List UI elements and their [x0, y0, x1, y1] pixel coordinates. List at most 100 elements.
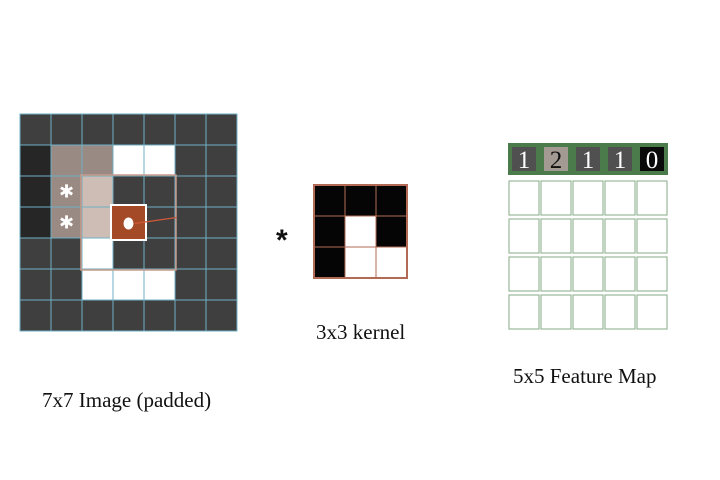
kernel-cell	[375, 184, 408, 217]
feature-cell-empty	[636, 180, 668, 216]
image-cell	[174, 144, 207, 177]
image-cell	[81, 299, 114, 332]
image-cell	[81, 206, 114, 239]
feature-value: 0	[646, 147, 659, 174]
image-cell	[19, 237, 52, 270]
feature-cell-empty	[572, 180, 604, 216]
image-cell	[81, 144, 114, 177]
image-cell	[143, 237, 176, 270]
image-cell	[174, 268, 207, 301]
image-cell	[174, 237, 207, 270]
input-image-grid: ✱✱	[19, 113, 238, 332]
image-cell	[205, 144, 238, 177]
image-cell	[81, 268, 114, 301]
feature-cell-empty	[604, 180, 636, 216]
feature-cell	[508, 143, 540, 175]
kernel-cell	[344, 184, 377, 217]
feature-cell-empty	[636, 294, 668, 330]
feature-cell-empty	[572, 294, 604, 330]
feature-cell	[636, 143, 668, 175]
image-cell	[143, 299, 176, 332]
feature-cell-empty	[508, 256, 540, 292]
feature-cell	[604, 143, 636, 175]
image-cell	[50, 144, 83, 177]
feature-cell-empty	[572, 218, 604, 254]
image-cell	[50, 299, 83, 332]
image-caption: 7x7 Image (padded)	[42, 388, 212, 412]
image-cell	[81, 113, 114, 146]
feature-cell-empty	[540, 180, 572, 216]
feature-value: 1	[518, 147, 531, 174]
kernel-cell	[344, 215, 377, 248]
feature-cell	[572, 143, 604, 175]
kernel-cell	[375, 246, 408, 279]
cross-mark-icon: ✱	[59, 213, 74, 234]
image-cell	[205, 113, 238, 146]
image-cell	[50, 237, 83, 270]
feature-value: 1	[614, 147, 627, 174]
image-cell	[205, 268, 238, 301]
kernel-caption: 3x3 kernel	[316, 320, 406, 344]
feature-cell-empty	[604, 256, 636, 292]
feature-cell-empty	[508, 218, 540, 254]
kernel-cell	[313, 184, 346, 217]
kernel-cell	[313, 215, 346, 248]
feature-cell-empty	[540, 256, 572, 292]
feature-map-caption: 5x5 Feature Map	[513, 364, 657, 388]
image-cell	[19, 113, 52, 146]
center-dot	[123, 217, 134, 230]
feature-cell	[540, 143, 572, 175]
image-cell	[174, 175, 207, 208]
pointer-line	[134, 216, 177, 225]
image-cell	[174, 299, 207, 332]
feature-cell-empty	[636, 218, 668, 254]
image-cell	[19, 206, 52, 239]
kernel-grid	[313, 184, 408, 279]
image-cell	[205, 175, 238, 208]
image-cell	[205, 237, 238, 270]
image-cell	[112, 299, 145, 332]
image-cell	[143, 144, 176, 177]
kernel-cell	[344, 246, 377, 279]
kernel-cell	[313, 246, 346, 279]
image-cell	[19, 268, 52, 301]
image-cell	[143, 268, 176, 301]
image-cell	[205, 299, 238, 332]
image-cell	[19, 299, 52, 332]
image-cell	[50, 175, 83, 208]
cross-mark-icon: ✱	[59, 182, 74, 203]
feature-cell-empty	[508, 180, 540, 216]
image-cell	[81, 237, 114, 270]
feature-cell-empty	[604, 218, 636, 254]
feature-value: 1	[582, 147, 595, 174]
image-cell	[50, 268, 83, 301]
image-cell	[174, 113, 207, 146]
image-cell	[143, 113, 176, 146]
image-cell	[19, 144, 52, 177]
image-cell	[112, 237, 145, 270]
feature-cell-empty	[636, 256, 668, 292]
image-cell	[50, 206, 83, 239]
image-cell	[112, 175, 145, 208]
image-cell	[143, 175, 176, 208]
image-cell	[81, 175, 114, 208]
sliding-window	[80, 174, 177, 271]
image-cell	[143, 206, 176, 239]
image-cell	[205, 206, 238, 239]
image-cell	[19, 175, 52, 208]
feature-cell-empty	[572, 256, 604, 292]
image-cell	[174, 206, 207, 239]
feature-cell-empty	[508, 294, 540, 330]
feature-value: 2	[550, 147, 563, 174]
image-cell	[112, 268, 145, 301]
convolution-operator: *	[276, 224, 288, 257]
image-cell	[112, 113, 145, 146]
feature-cell-empty	[540, 294, 572, 330]
feature-cell-empty	[540, 218, 572, 254]
image-cell	[112, 144, 145, 177]
kernel-border	[313, 184, 408, 279]
feature-cell-empty	[604, 294, 636, 330]
image-cell	[50, 113, 83, 146]
